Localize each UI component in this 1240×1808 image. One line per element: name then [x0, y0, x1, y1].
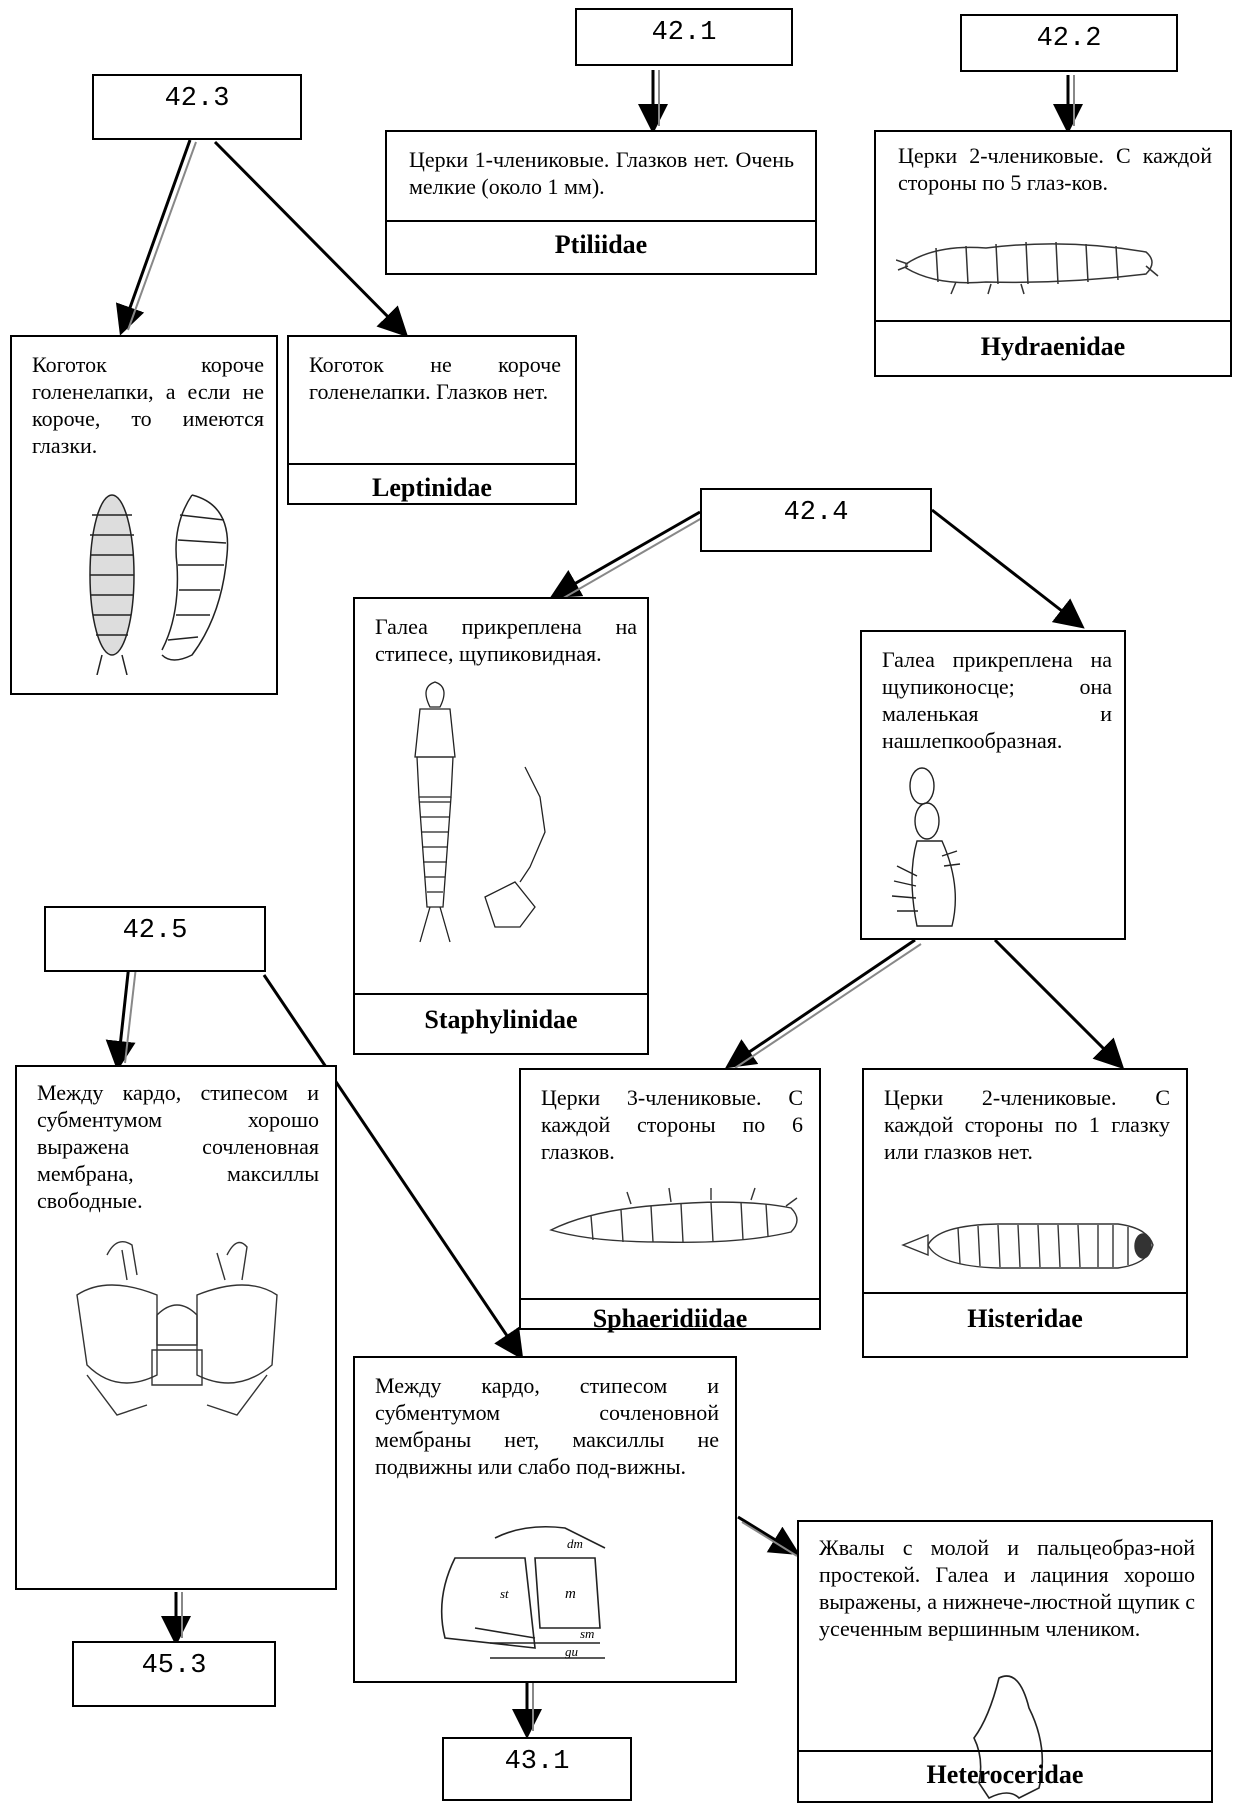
- arrow-42-4-galea: [932, 510, 1080, 625]
- label-sm: sm: [580, 1626, 594, 1641]
- membrane-absent-text: Между кардо, стипесом и субментумом сочл…: [375, 1372, 719, 1480]
- staphylinidae-larva-image: [375, 677, 635, 967]
- histeridae-larva-image: [898, 1210, 1158, 1280]
- label-gu: gu: [565, 1644, 579, 1659]
- node-42-5: 42.5: [44, 906, 266, 972]
- hydraenidae-larva-image: [896, 226, 1166, 296]
- arrow-42-3-claw-short: [122, 140, 190, 330]
- histeridae-text: Церки 2-члениковые. С каждой стороны по …: [884, 1084, 1170, 1165]
- sphaeridiidae-larva-image: [541, 1180, 801, 1260]
- label-m: m: [565, 1586, 576, 1602]
- family-staphylinidae: Staphylinidae: [355, 1005, 647, 1035]
- family-heteroceridae: Heteroceridae: [799, 1760, 1211, 1790]
- membrane-present-text: Между кардо, стипесом и субментумом хоро…: [37, 1079, 319, 1214]
- node-42-3: 42.3: [92, 74, 302, 140]
- arrow-42-3-leptinidae: [215, 142, 404, 333]
- maxilla-labium-image: [47, 1235, 307, 1445]
- leptinidae-text: Коготок не короче голенелапки. Глазков н…: [309, 351, 561, 405]
- arrow-membrane-absent-heteroceridae: [738, 1517, 795, 1552]
- node-42-4: 42.4: [700, 488, 932, 552]
- box-hydraenidae: Церки 2-члениковые. С каждой стороны по …: [874, 130, 1232, 377]
- node-42-2: 42.2: [960, 14, 1178, 72]
- node-45-3: 45.3: [72, 1641, 276, 1707]
- galea-palpifer-text: Галеа прикреплена на щупиконосце; она ма…: [882, 646, 1112, 754]
- label-st: st: [500, 1586, 509, 1601]
- heteroceridae-text: Жвалы с молой и пальцеобраз-ной простеко…: [819, 1534, 1195, 1642]
- maxilla-image: dm st m sm gu: [415, 1518, 625, 1668]
- hydraenidae-text: Церки 2-члениковые. С каждой стороны по …: [898, 142, 1212, 196]
- box-membrane-present: Между кардо, стипесом и субментумом хоро…: [15, 1065, 337, 1590]
- family-histeridae: Histeridae: [864, 1304, 1186, 1334]
- box-sphaeridiidae: Церки 3-члениковые. С каждой стороны по …: [519, 1068, 821, 1330]
- claw-shorter-text: Коготок короче голенелапки, а если не ко…: [32, 351, 264, 459]
- larva-images: [62, 485, 262, 675]
- label-dm: dm: [567, 1536, 583, 1551]
- box-heteroceridae: Жвалы с молой и пальцеобраз-ной простеко…: [797, 1520, 1213, 1803]
- arrow-42-4-staphylinidae: [555, 512, 700, 595]
- family-leptinidae: Leptinidae: [289, 473, 575, 503]
- box-staphylinidae: Галеа прикреплена на стипесе, щупиковидн…: [353, 597, 649, 1055]
- family-sphaeridiidae: Sphaeridiidae: [521, 1304, 819, 1334]
- box-membrane-absent: Между кардо, стипесом и субментумом сочл…: [353, 1356, 737, 1683]
- arrow-galea-histeridae: [995, 940, 1120, 1065]
- box-galea-palpifer: Галеа прикреплена на щупиконосце; она ма…: [860, 630, 1126, 940]
- ptiliidae-text: Церки 1-члениковые. Глазков нет. Очень м…: [409, 146, 794, 200]
- box-histeridae: Церки 2-члениковые. С каждой стороны по …: [862, 1068, 1188, 1358]
- family-ptiliidae: Ptiliidae: [387, 230, 815, 260]
- box-claw-shorter: Коготок короче голенелапки, а если не ко…: [10, 335, 278, 695]
- node-42-1: 42.1: [575, 8, 793, 66]
- family-hydraenidae: Hydraenidae: [876, 332, 1230, 362]
- node-43-1: 43.1: [442, 1737, 632, 1801]
- box-ptiliidae: Церки 1-члениковые. Глазков нет. Очень м…: [385, 130, 817, 275]
- arrow-galea-sphaeridiidae: [730, 940, 915, 1065]
- box-leptinidae: Коготок не короче голенелапки. Глазков н…: [287, 335, 577, 505]
- galea-image: [882, 766, 1002, 936]
- sphaeridiidae-text: Церки 3-члениковые. С каждой стороны по …: [541, 1084, 803, 1165]
- staphylinidae-text: Галеа прикреплена на стипесе, щупиковидн…: [375, 613, 637, 667]
